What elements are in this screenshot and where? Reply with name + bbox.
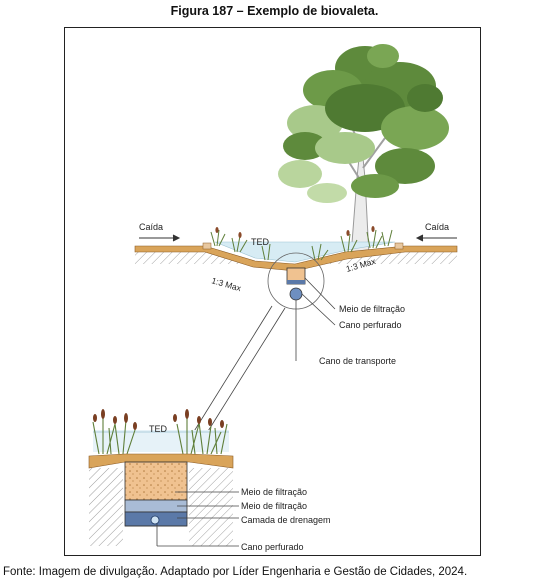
seed-heads [215, 226, 375, 238]
detail-ted-label: TED [149, 424, 168, 434]
inflow-left-label: Caída [139, 222, 163, 232]
label-filter-media: Meio de filtração [339, 304, 405, 314]
detail-filter-2-label: Meio de filtração [241, 501, 307, 511]
detail-drainage-label: Camada de drenagem [241, 515, 331, 525]
detail-filter-1-label: Meio de filtração [241, 487, 307, 497]
leader-lines-top [295, 277, 336, 361]
detail-section [88, 409, 234, 546]
detail-connector-right [204, 307, 286, 437]
figure-title: Figura 187 – Exemplo de biovaleta. [170, 4, 379, 18]
diagram-frame: Caída Caída TED 1:3 Max 1:3 Max Meio de … [64, 27, 481, 556]
perforated-pipe-detail [150, 515, 160, 525]
tree-canopy [278, 44, 449, 203]
swale-cross-section [134, 226, 458, 310]
label-perforated-pipe: Cano perfurado [339, 320, 402, 330]
detail-pipe-label: Cano perfurado [241, 542, 304, 552]
bioswale-diagram: Caída Caída TED 1:3 Max 1:3 Max Meio de … [88, 44, 458, 552]
slope-left-label: 1:3 Max [210, 275, 243, 293]
figure-source: Fonte: Imagem de divulgação. Adaptado po… [3, 566, 468, 578]
tree-illustration [278, 44, 449, 257]
detail-connector-left [192, 305, 273, 434]
ted-top-label: TED [251, 237, 270, 247]
leader-lines-detail [156, 491, 239, 547]
inflow-arrows [139, 234, 457, 242]
detail-grass [92, 418, 228, 455]
grass-tufts [210, 229, 393, 261]
inflow-right-label: Caída [425, 222, 449, 232]
label-transport-pipe: Cano de transporte [319, 356, 396, 366]
detail-seed-heads [93, 409, 224, 430]
perforated-pipe-top [289, 287, 303, 301]
